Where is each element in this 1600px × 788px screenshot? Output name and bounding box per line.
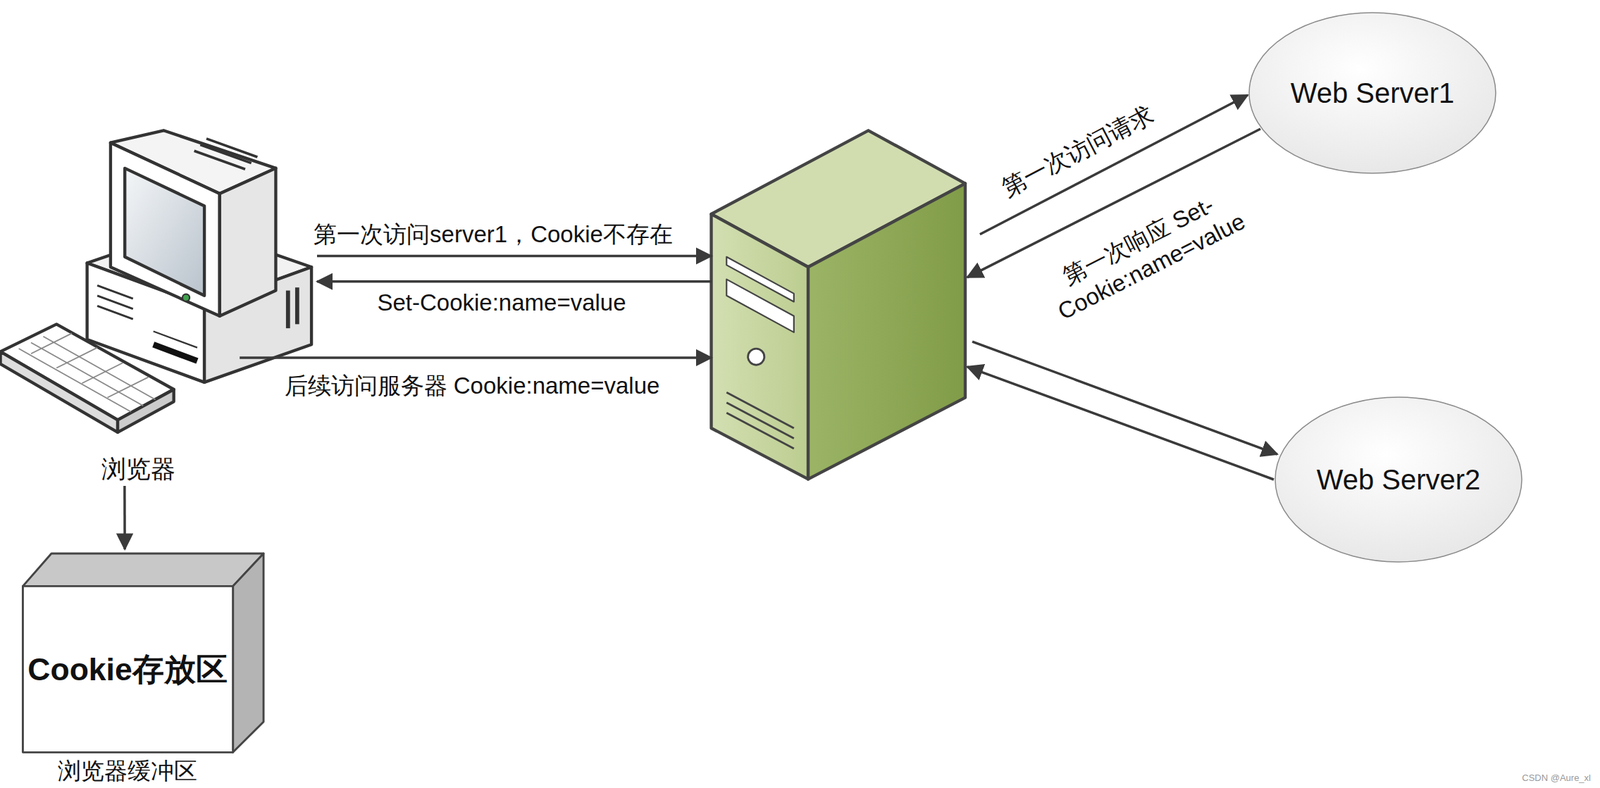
cookie-storage-box: Cookie存放区浏览器缓冲区 [22, 586, 233, 754]
ellipse-shape [1249, 12, 1496, 174]
arrow-connector [972, 341, 1278, 455]
ellipse-shape [1275, 397, 1522, 563]
storage-box-illustration [22, 553, 264, 753]
arrow-connector [317, 255, 712, 258]
server-illustration [711, 130, 966, 480]
node-text: Web Server1 [1290, 77, 1455, 110]
computer-illustration [0, 130, 313, 432]
web-server-ellipse: Web Server2 [1273, 395, 1524, 564]
browser-computer: 浏览器 [0, 126, 318, 487]
proxy-server [711, 130, 966, 480]
node-text: Web Server2 [1316, 464, 1481, 496]
node-text: Cookie存放区 [27, 648, 227, 692]
arrow-connector [239, 356, 712, 360]
arrow-connector [123, 486, 127, 550]
edge-label: 第一次访问server1，Cookie不存在 [310, 219, 676, 251]
caption-text: 浏览器 [101, 453, 176, 487]
caption-text: 浏览器缓冲区 [57, 755, 198, 788]
web-server-ellipse: Web Server1 [1247, 11, 1498, 175]
arrow-connector [317, 280, 712, 284]
edge-label: Set-Cookie:name=value [374, 289, 629, 317]
arrow-connector [967, 367, 1274, 480]
watermark: CSDN @Aure_xl [1518, 772, 1594, 784]
edge-label: 后续访问服务器 Cookie:name=value [281, 370, 663, 403]
